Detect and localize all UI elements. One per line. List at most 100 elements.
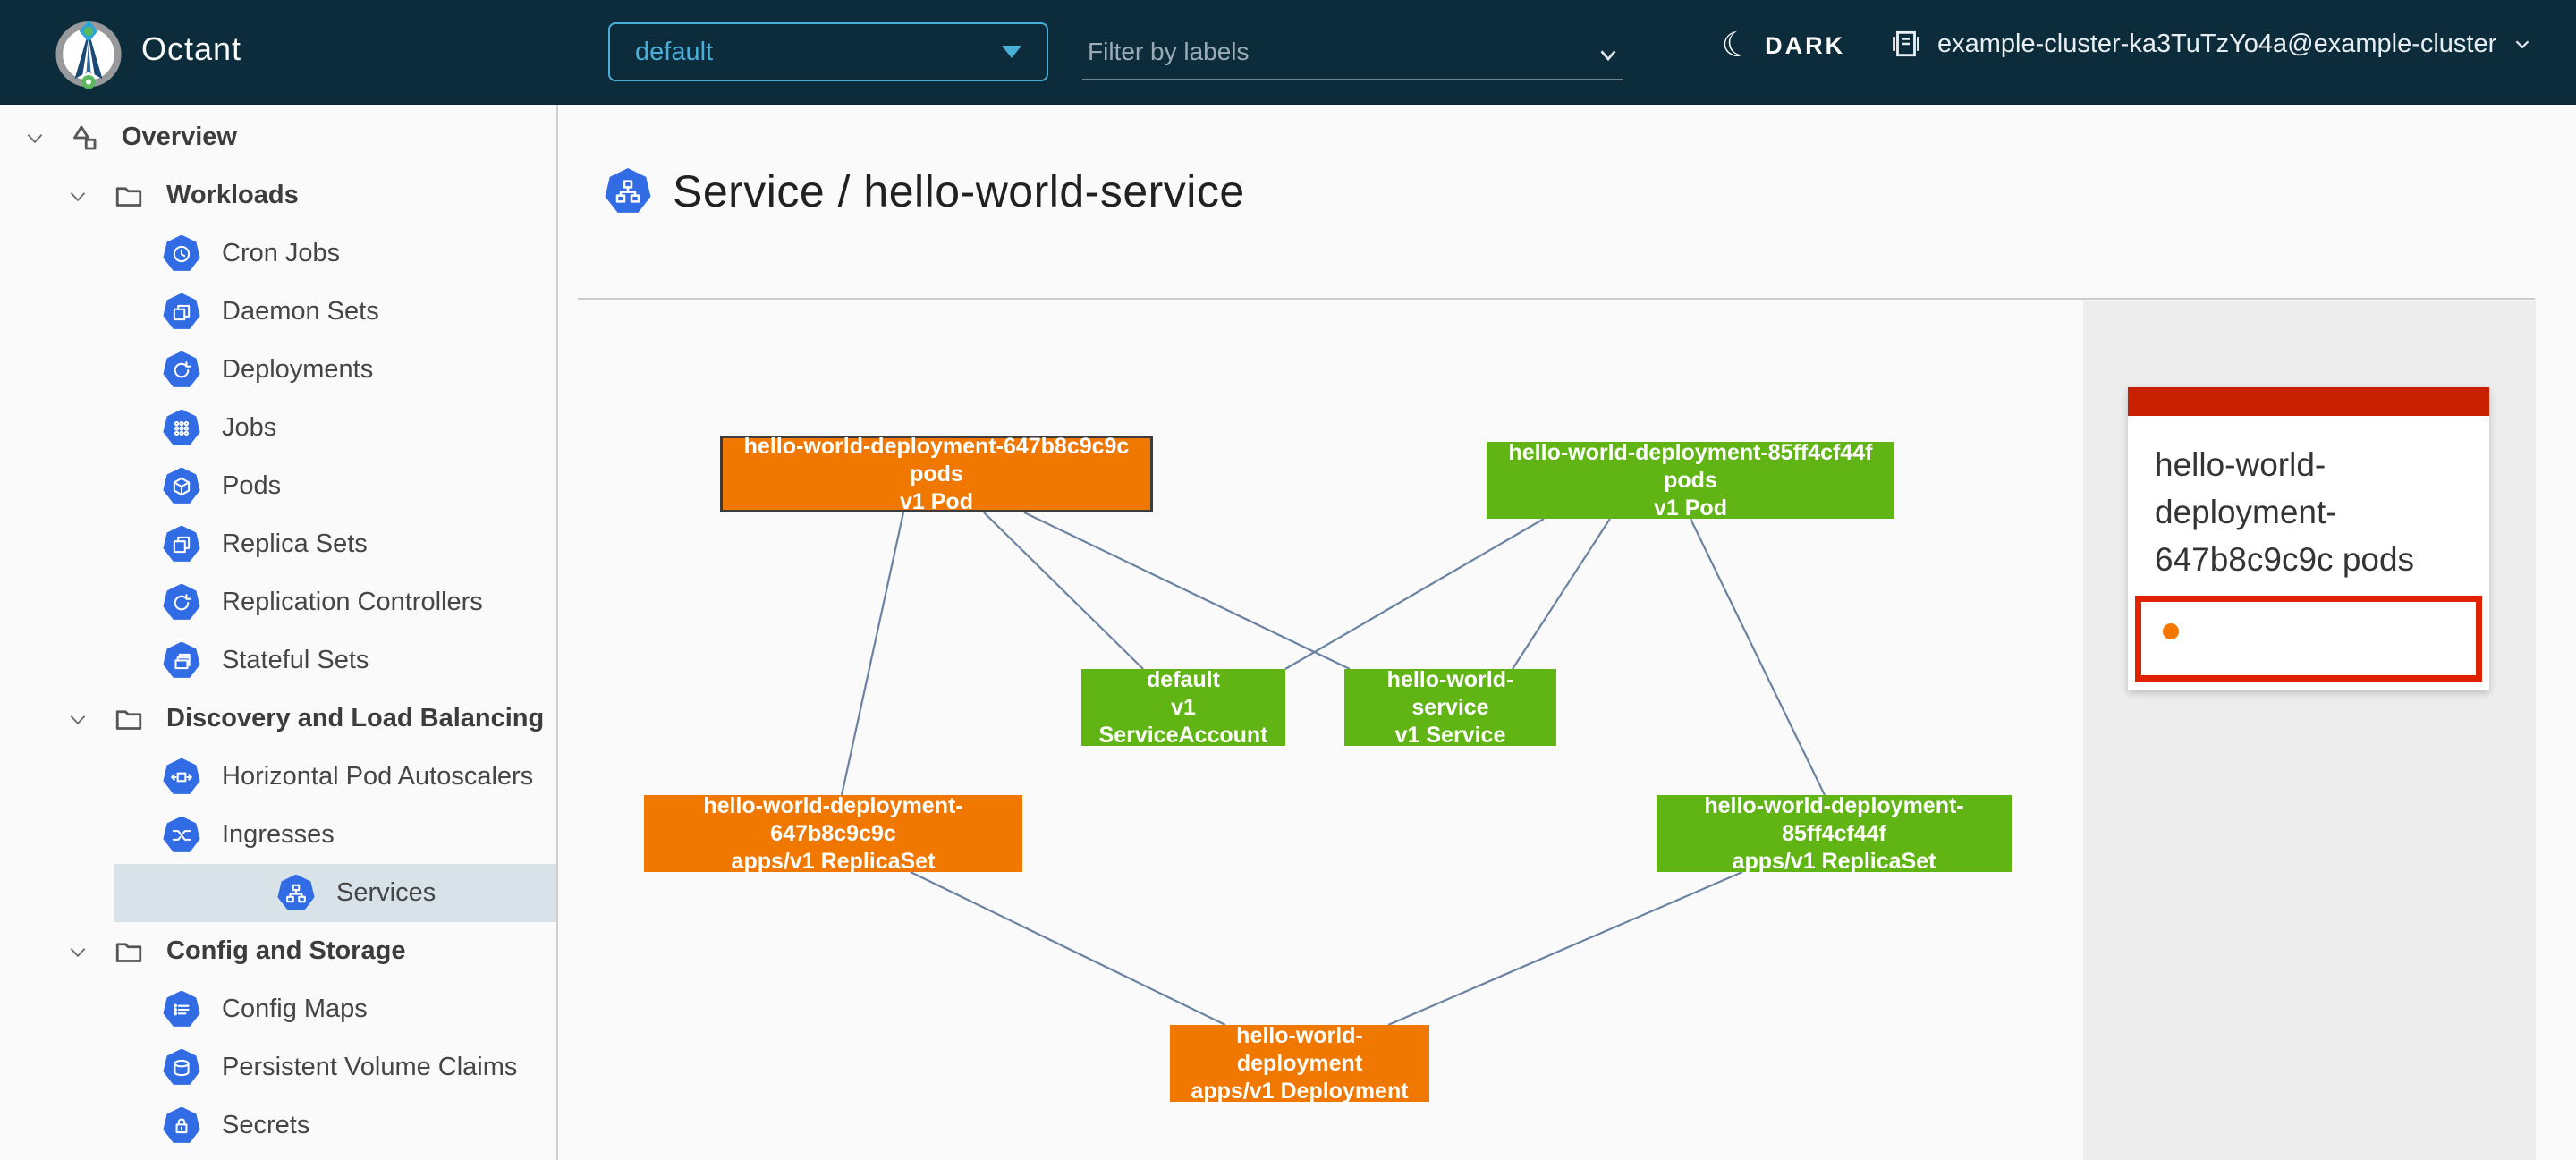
node-kind: v1 Pod (900, 488, 973, 514)
pods-icon (163, 467, 200, 504)
sidebar-item-label: Overview (122, 123, 237, 151)
tab-bar-divider (578, 298, 2535, 300)
sidebar-item-replica-sets[interactable]: Replica Sets (0, 515, 556, 573)
overview-icon (68, 122, 100, 154)
chevron-down-icon[interactable] (66, 184, 89, 207)
secrets-icon (163, 1106, 200, 1143)
stateful-sets-icon (163, 641, 200, 678)
sidebar-item-cron-jobs[interactable]: Cron Jobs (0, 224, 556, 283)
sidebar-item-ingresses[interactable]: Ingresses (0, 806, 556, 864)
sidebar-item-label: Ingresses (222, 820, 335, 849)
sidebar-item-overview[interactable]: Overview (0, 108, 556, 166)
page-title-text: Service / hello-world-service (673, 166, 1245, 216)
app-title: Octant (141, 30, 242, 67)
sidebar-item-label: Horizontal Pod Autoscalers (222, 762, 534, 791)
cluster-context-value: example-cluster-ka3TuTzYo4a@example-clus… (1937, 29, 2497, 58)
sidebar-item-label: Replication Controllers (222, 588, 483, 616)
details-panel: hello-world-deployment-647b8c9c9c pods (2083, 301, 2536, 1160)
sidebar-item-label: Stateful Sets (222, 646, 369, 674)
service-icon (605, 168, 651, 213)
sidebar-item-label: Secrets (222, 1111, 310, 1139)
sidebar-item-replication-controllers[interactable]: Replication Controllers (0, 573, 556, 631)
sidebar-item-daemon-sets[interactable]: Daemon Sets (0, 283, 556, 341)
node-name: hello-world-deployment-85ff4cf44f (1704, 792, 1964, 846)
daemon-sets-icon (163, 292, 200, 329)
sidebar-item-label: Discovery and Load Balancing (166, 704, 545, 732)
sidebar-item-persistent-volume-claims[interactable]: Persistent Volume Claims (0, 1038, 556, 1096)
ingresses-icon (163, 816, 200, 852)
sidebar-item-label: Cron Jobs (222, 239, 341, 267)
sidebar-item-label: Config Maps (222, 995, 368, 1023)
cron-jobs-icon (163, 234, 200, 271)
services-icon (277, 874, 315, 910)
pod-status-box (2135, 596, 2482, 682)
node-name: hello-world-service (1386, 666, 1514, 720)
sidebar-item-services[interactable]: Services (114, 864, 556, 922)
node-name: hello-world-deployment-85ff4cf44f pods (1508, 439, 1873, 493)
node-name: hello-world-deployment (1236, 1022, 1363, 1076)
node-kind: apps/v1 ReplicaSet (1732, 848, 1936, 874)
node-name: default (1147, 666, 1220, 692)
cluster-icon (1893, 30, 1919, 57)
card-status-bar (2128, 387, 2489, 416)
app-header: Octant default Filter by labels ☾ DARK e… (0, 0, 2576, 105)
moon-icon: ☾ (1717, 23, 1757, 68)
chevron-down-icon[interactable] (1595, 41, 1622, 68)
sidebar-item-label: Workloads (166, 181, 299, 209)
node-kind: v1 Service (1394, 722, 1506, 748)
namespace-selector[interactable]: default (608, 22, 1048, 81)
replication-controllers-icon (163, 583, 200, 620)
chevron-down-icon[interactable] (23, 126, 47, 149)
node-kind: apps/v1 Deployment (1191, 1078, 1409, 1104)
replica-sets-icon (163, 525, 200, 562)
main-content: Service / hello-world-service SummaryRes… (558, 105, 2576, 1160)
sidebar-item-stateful-sets[interactable]: Stateful Sets (0, 631, 556, 690)
sidebar-item-workloads[interactable]: Workloads (0, 166, 556, 224)
node-name: hello-world-deployment-647b8c9c9c (703, 792, 963, 846)
folder-icon (113, 936, 145, 968)
theme-toggle-label: DARK (1765, 31, 1846, 59)
theme-toggle-button[interactable]: ☾ DARK (1717, 24, 1846, 68)
graph-edges (840, 512, 1826, 1027)
sidebar-item-config-and-storage[interactable]: Config and Storage (0, 922, 556, 980)
sidebar-item-pods[interactable]: Pods (0, 457, 556, 515)
deployments-icon (163, 351, 200, 387)
pod-status-dot[interactable] (2163, 623, 2179, 639)
label-filter-input[interactable]: Filter by labels (1082, 27, 1623, 80)
chevron-down-icon[interactable] (66, 940, 89, 963)
namespace-value: default (635, 37, 714, 66)
cluster-context-selector[interactable]: example-cluster-ka3TuTzYo4a@example-clus… (1889, 27, 2534, 61)
sidebar-item-discovery-and-load-balancing[interactable]: Discovery and Load Balancing (0, 690, 556, 748)
page-title: Service / hello-world-service (605, 165, 1245, 217)
sidebar-item-deployments[interactable]: Deployments (0, 341, 556, 399)
sidebar-item-label: Pods (222, 471, 282, 500)
sidebar-item-label: Jobs (222, 413, 277, 442)
chevron-down-icon (2516, 40, 2529, 49)
sidebar-item-secrets[interactable]: Secrets (0, 1096, 556, 1155)
card-title: hello-world-deployment-647b8c9c9c pods (2155, 446, 2415, 578)
sidebar-item-label: Replica Sets (222, 529, 368, 558)
sidebar-item-horizontal-pod-autoscalers[interactable]: Horizontal Pod Autoscalers (0, 748, 556, 806)
sidebar-item-jobs[interactable]: Jobs (0, 399, 556, 457)
sidebar-item-label: Deployments (222, 355, 374, 384)
node-kind: v1 Pod (1654, 495, 1727, 521)
jobs-icon (163, 409, 200, 445)
selected-node-card: hello-world-deployment-647b8c9c9c pods (2128, 387, 2489, 690)
octant-logo-icon (55, 20, 122, 89)
sidebar-item-label: Daemon Sets (222, 297, 379, 326)
pvc-icon (163, 1048, 200, 1085)
chevron-down-icon[interactable] (66, 707, 89, 731)
sidebar-item-config-maps[interactable]: Config Maps (0, 980, 556, 1038)
folder-icon (113, 703, 145, 735)
chevron-down-icon (1002, 46, 1021, 58)
